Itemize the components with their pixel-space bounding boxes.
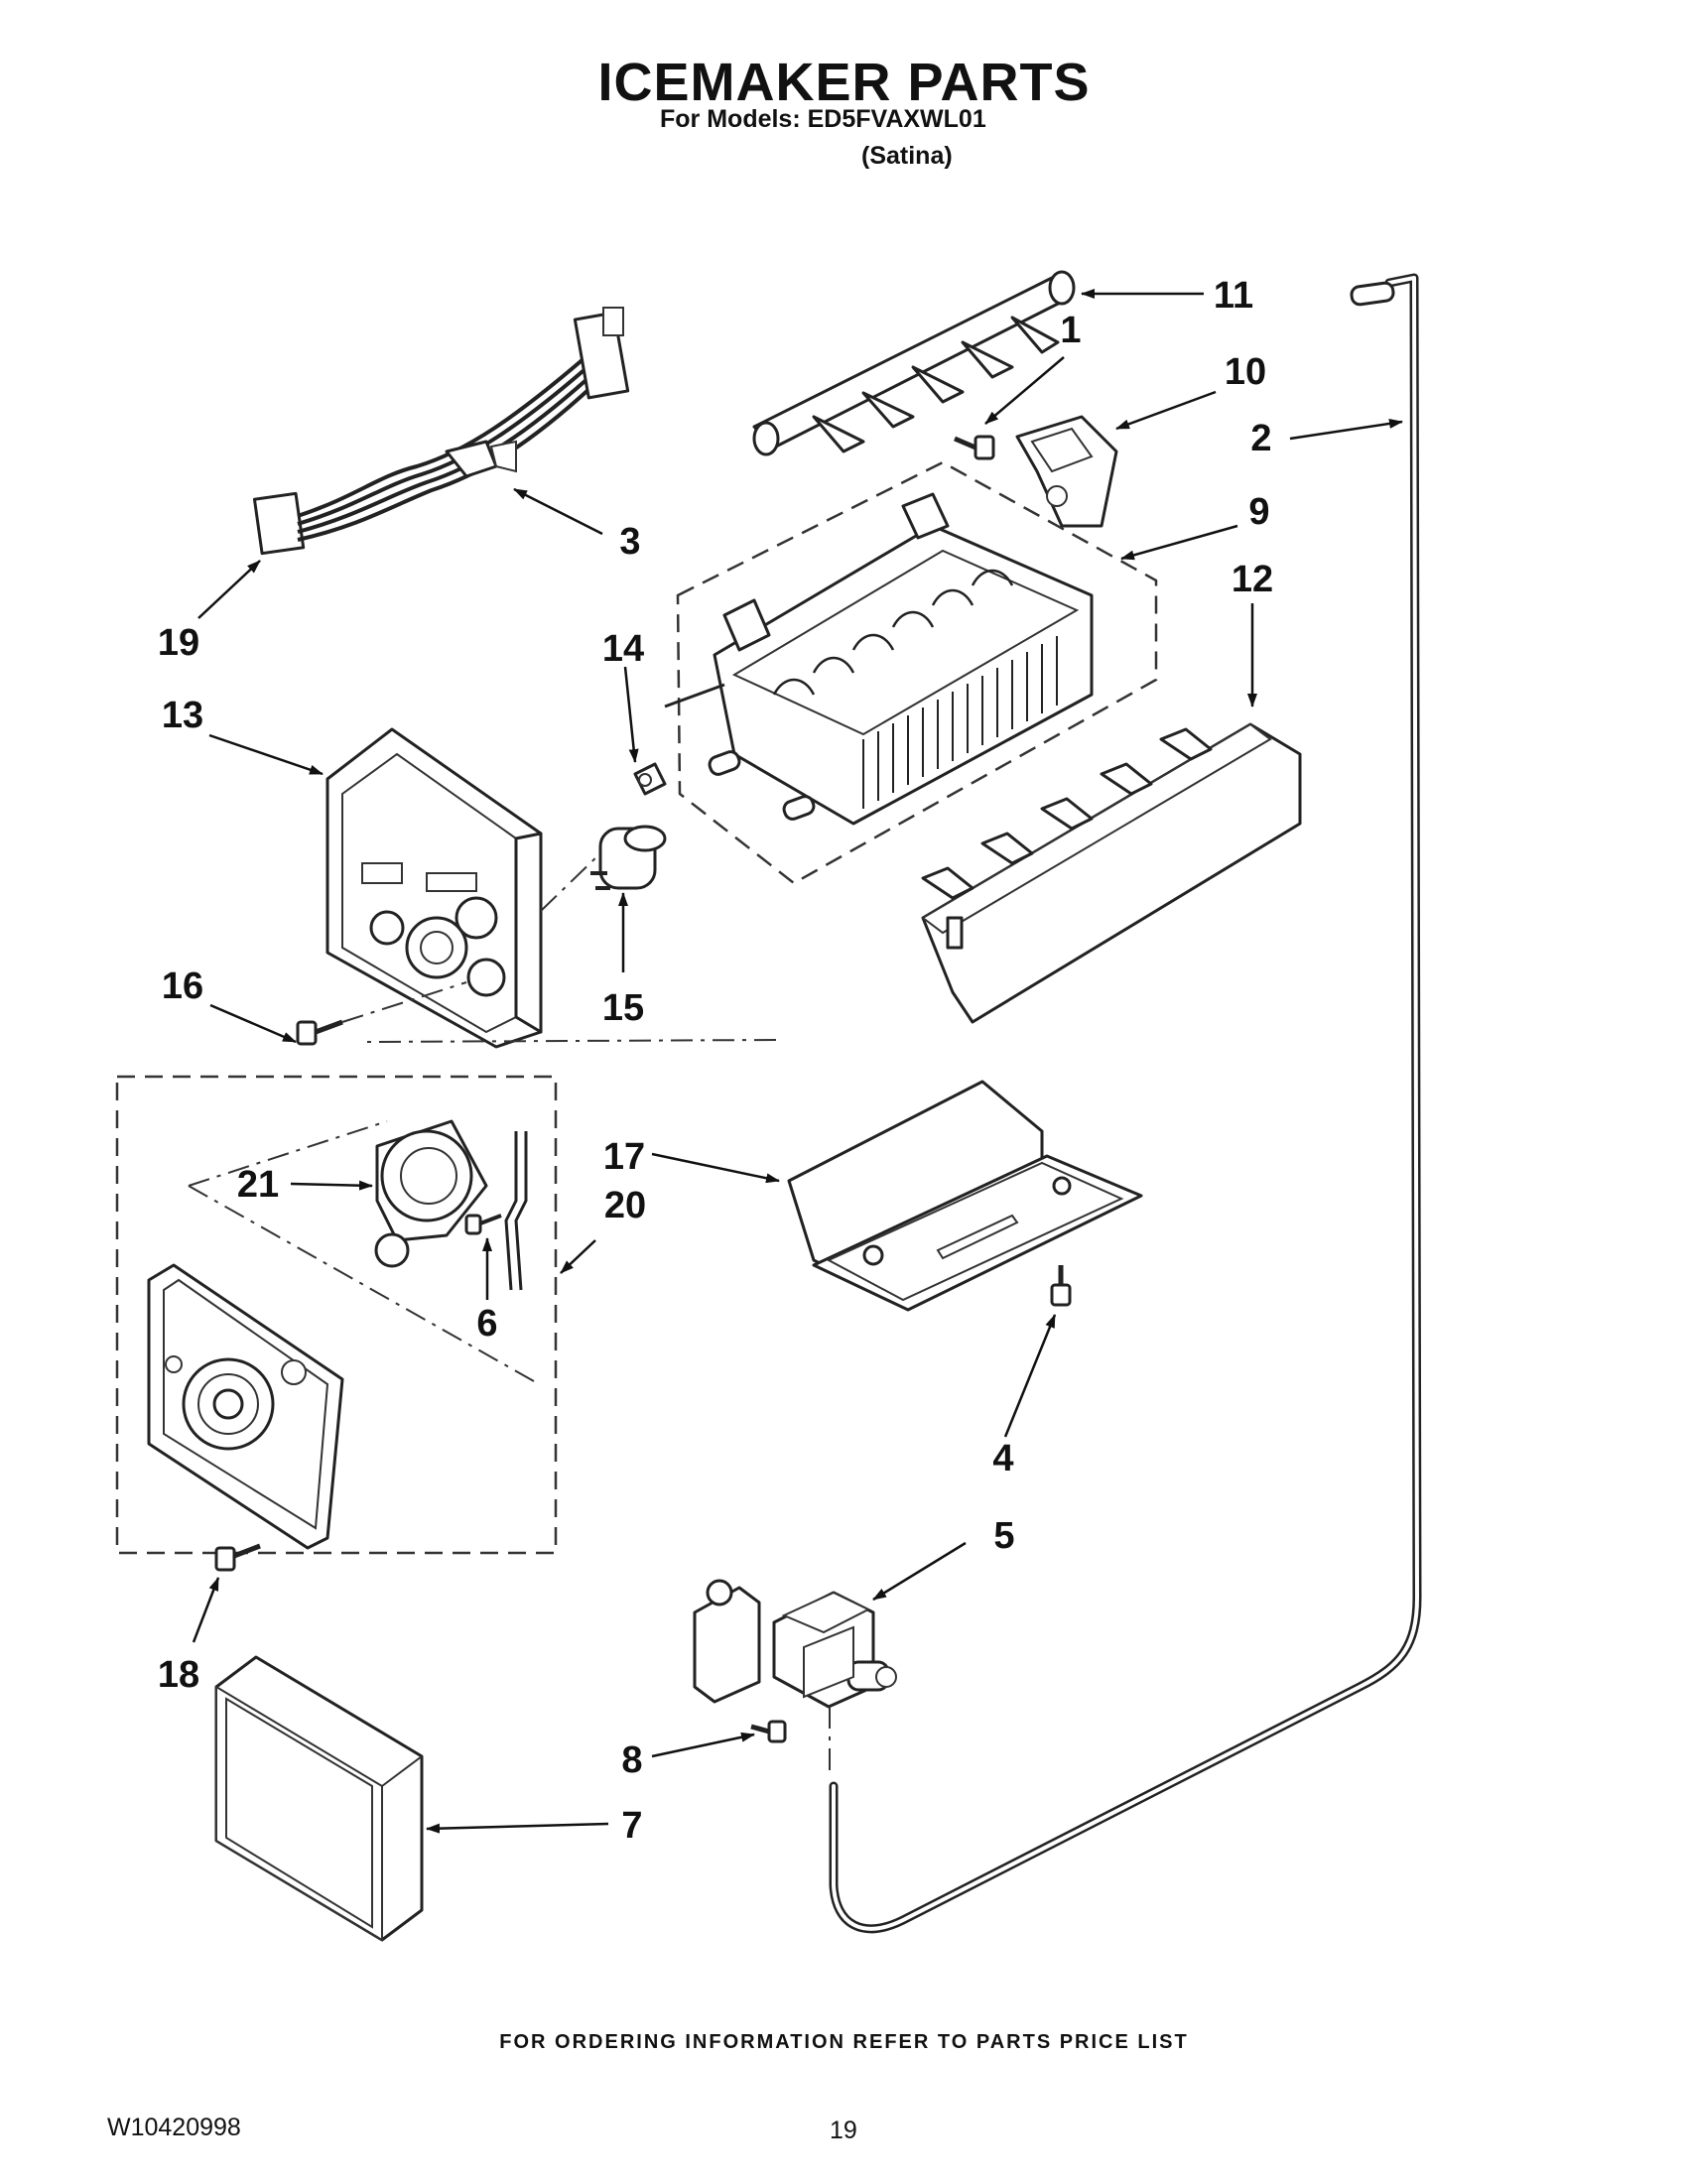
motor-part-21: [374, 1119, 488, 1268]
callout-20: 20: [604, 1185, 646, 1226]
callout-21: 21: [237, 1164, 279, 1206]
screw-part-8: [750, 1720, 787, 1743]
assembly-line-13-15: [540, 852, 601, 912]
callout-14: 14: [602, 628, 644, 670]
callout-1: 1: [1060, 310, 1081, 351]
assembly-line-16: [341, 981, 467, 1023]
wire-harness-part: [252, 307, 630, 556]
fill-tube-part: [829, 273, 1422, 1934]
screw-part-18: [214, 1543, 261, 1572]
callout-numbers: 1 2 3 4 5 6 7 8 9 10 11 12 13 14 15 16 1…: [158, 275, 1273, 1847]
callout-18: 18: [158, 1654, 199, 1696]
control-housing-part: [325, 727, 543, 1049]
screw-part-16: [296, 1019, 343, 1046]
assembly-line-motor: [188, 1120, 535, 1382]
page-number: 19: [830, 2117, 857, 2144]
motor-kit-outline: [115, 1075, 558, 1555]
callout-15: 15: [602, 987, 644, 1029]
gear-housing-part: [147, 1263, 344, 1550]
callout-9: 9: [1248, 491, 1269, 533]
callout-12: 12: [1232, 559, 1273, 600]
clip-part-14: [633, 762, 667, 796]
thermostat-part-15: [590, 825, 667, 890]
stripper-part: [921, 722, 1302, 1024]
document-number: W10420998: [107, 2114, 241, 2141]
page-title: ICEMAKER PARTS: [597, 53, 1091, 112]
ordering-note: FOR ORDERING INFORMATION REFER TO PARTS …: [499, 2031, 1189, 2053]
wire-part-20: [504, 1131, 528, 1291]
callout-16: 16: [162, 965, 203, 1007]
mold-group-outline: [676, 460, 1158, 885]
bracket-part-10: [1015, 415, 1118, 528]
assembly-line-13-mold: [366, 1039, 777, 1043]
screw-part-6: [464, 1214, 502, 1235]
screw-part-1: [954, 435, 995, 460]
callout-3: 3: [619, 521, 640, 563]
water-valve-part: [693, 1579, 897, 1709]
callout-4: 4: [992, 1438, 1013, 1479]
callout-10: 10: [1225, 351, 1266, 393]
callout-17: 17: [603, 1136, 645, 1178]
callout-19: 19: [158, 622, 199, 664]
callout-2: 2: [1250, 418, 1271, 459]
callout-11: 11: [1214, 275, 1253, 317]
model-variant: (Satina): [861, 142, 953, 170]
cover-part: [787, 1080, 1143, 1312]
callout-8: 8: [621, 1739, 642, 1781]
leader-lines: [192, 289, 1403, 1834]
mold-part: [664, 492, 1094, 826]
ejector-part: [752, 270, 1076, 456]
model-line: For Models: ED5FVAXWL01: [660, 105, 986, 133]
foam-block-part: [214, 1655, 424, 1942]
callout-6: 6: [476, 1303, 497, 1345]
screw-part-4: [1050, 1265, 1072, 1307]
callout-7: 7: [621, 1805, 642, 1847]
callout-13: 13: [162, 695, 203, 736]
callout-5: 5: [993, 1515, 1014, 1557]
